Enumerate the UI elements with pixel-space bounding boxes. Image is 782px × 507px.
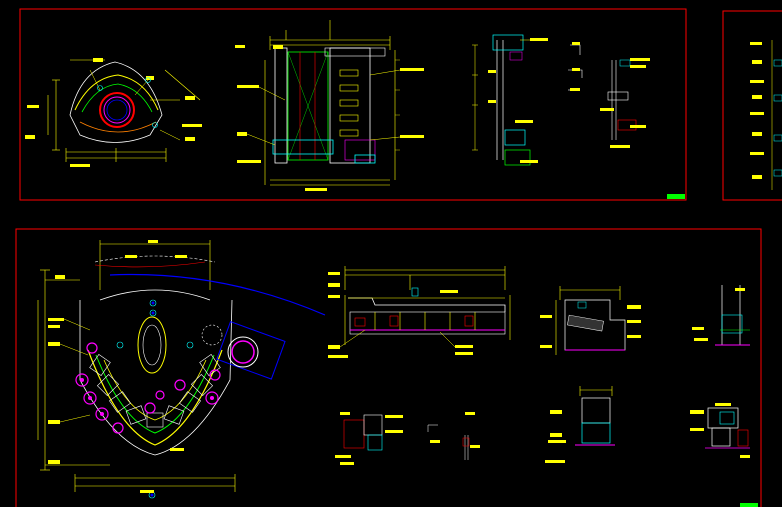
- sheet-bottom-title-tag: [740, 503, 758, 507]
- column-element: [216, 320, 286, 380]
- wall-elevation[interactable]: [235, 20, 424, 191]
- joint-detail-3[interactable]: [690, 403, 750, 458]
- sheet-top-right-frame: [722, 10, 782, 201]
- counter-section-2[interactable]: [692, 285, 750, 346]
- sheet-top-left-title-tag: [667, 194, 685, 199]
- section-detail-b[interactable]: [568, 42, 650, 148]
- counter-elevation[interactable]: [328, 266, 511, 358]
- section-detail-a[interactable]: [472, 34, 548, 166]
- curved-desk-plan-large[interactable]: [37, 240, 326, 499]
- curved-desk-plan-small[interactable]: [25, 58, 202, 167]
- counter-section-1[interactable]: [540, 286, 641, 355]
- sheet-bottom-frame: [15, 228, 762, 507]
- sheet-top-right-labels: [750, 40, 782, 190]
- sheet-top-left-frame: [19, 8, 687, 201]
- joint-detail-2[interactable]: [545, 386, 615, 463]
- joint-detail-1[interactable]: [335, 412, 480, 465]
